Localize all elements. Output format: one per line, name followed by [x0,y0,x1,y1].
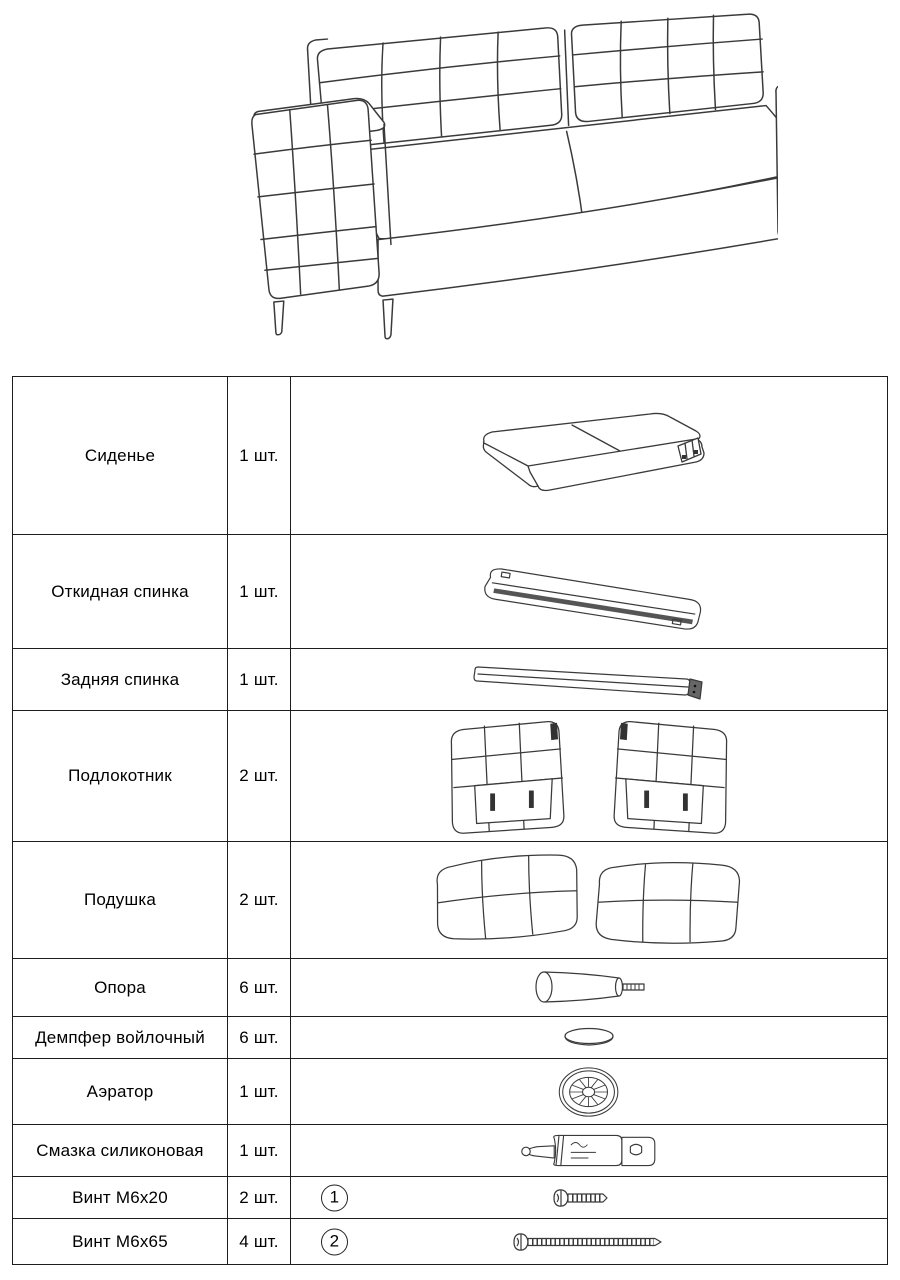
part-name: Откидная спинка [12,534,228,649]
part-name: Подлокотник [12,710,228,842]
part-qty: 1 шт. [227,534,291,649]
part-illustration-cell: 2 [290,1218,888,1265]
parts-table: Сиденье 1 шт. [12,376,888,1265]
part-name: Опора [12,958,228,1017]
part-name: Задняя спинка [12,648,228,711]
part-qty: 2 шт. [227,710,291,842]
screw-m6x65-icon [513,1232,662,1251]
part-illustration-cell [290,710,888,842]
table-row: Сиденье 1 шт. [12,376,888,535]
table-row: Подлокотник 2 шт. [12,710,888,842]
step-marker-2: 2 [321,1228,348,1255]
seat-icon [482,412,705,491]
silicone-grease-icon [521,1134,656,1167]
part-name: Демпфер войлочный [12,1016,228,1059]
table-row: Подушка 2 шт. [12,841,888,959]
table-row: Откидная спинка 1 шт. [12,534,888,649]
part-illustration-cell [290,958,888,1017]
part-qty: 1 шт. [227,1124,291,1177]
table-row: Смазка силиконовая 1 шт. [12,1124,888,1177]
part-qty: 1 шт. [227,648,291,711]
screw-m6x20-icon [553,1188,608,1207]
step-marker-1: 1 [321,1184,348,1211]
part-illustration-cell [290,648,888,711]
part-qty: 1 шт. [227,1058,291,1125]
leg-support-icon [535,970,645,1003]
part-name: Винт М6х65 [12,1218,228,1265]
step-marker-2-number: 2 [329,1231,340,1251]
part-name: Подушка [12,841,228,959]
part-illustration-cell [290,841,888,959]
cushion-pair-icon [433,852,741,947]
part-name: Винт М6х20 [12,1176,228,1219]
part-qty: 6 шт. [227,958,291,1017]
armrest-pair-icon [450,721,728,834]
part-qty: 1 шт. [227,376,291,535]
part-illustration-cell [290,1124,888,1177]
table-row: Аэратор 1 шт. [12,1058,888,1125]
felt-damper-icon [564,1027,614,1046]
aerator-icon [558,1066,619,1117]
part-illustration-cell: 1 [290,1176,888,1219]
folding-backrest-icon [484,567,702,630]
part-illustration-cell [290,1058,888,1125]
part-illustration-cell [290,534,888,649]
table-row: Винт М6х20 2 шт. 1 [12,1176,888,1219]
part-qty: 4 шт. [227,1218,291,1265]
table-row: Демпфер войлочный 6 шт. [12,1016,888,1059]
part-illustration-cell [290,376,888,535]
part-illustration-cell [290,1016,888,1059]
step-marker-1-number: 1 [329,1187,340,1207]
rear-back-panel-icon [473,665,703,700]
table-row: Опора 6 шт. [12,958,888,1017]
part-name: Аэратор [12,1058,228,1125]
table-row: Винт М6х65 4 шт. 2 [12,1218,888,1265]
table-row: Задняя спинка 1 шт. [12,648,888,711]
part-qty: 2 шт. [227,1176,291,1219]
sofa-illustration-area [0,0,900,376]
part-qty: 2 шт. [227,841,291,959]
sofa-icon [250,13,778,340]
part-qty: 6 шт. [227,1016,291,1059]
part-name: Смазка силиконовая [12,1124,228,1177]
part-name: Сиденье [12,376,228,535]
